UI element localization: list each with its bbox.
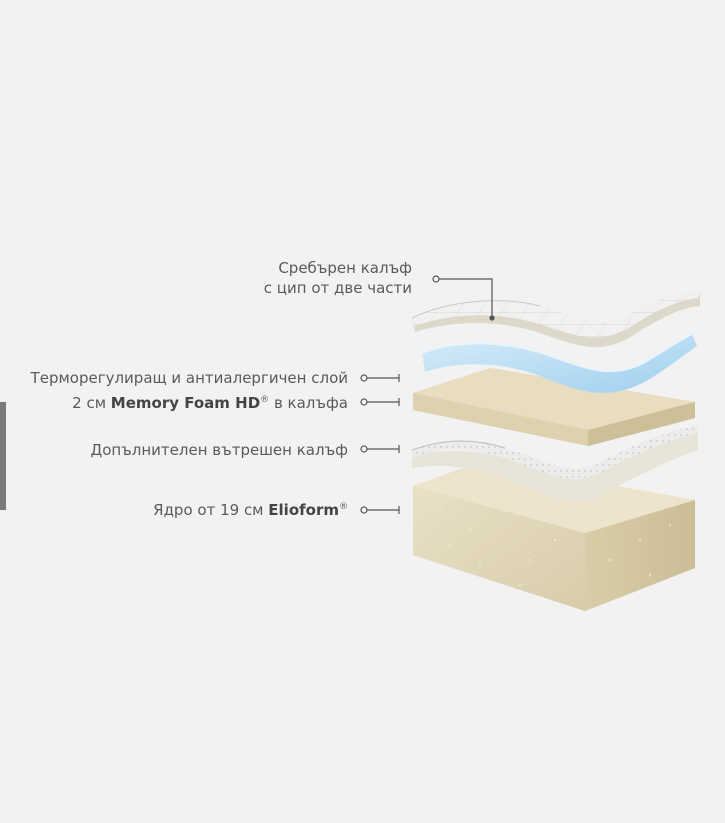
label-silver-cover-line2: с цип от две части	[263, 279, 412, 297]
label-memory-reg: ®	[260, 395, 270, 405]
leader-memory	[360, 398, 400, 406]
silver-cover-layer	[411, 292, 700, 348]
leader-lines	[360, 275, 495, 514]
label-memory-foam: 2 см Memory Foam HD® в калъфа	[72, 393, 348, 413]
memory-foam-layer	[413, 368, 695, 446]
leader-thermo	[360, 374, 400, 382]
label-silver-cover: Сребърен калъф с цип от две части	[264, 258, 412, 298]
label-memory-suffix: в калъфа	[273, 394, 348, 412]
side-edge-tab	[0, 402, 6, 510]
leader-inner	[360, 445, 400, 453]
thermo-layer	[421, 333, 697, 393]
label-core-bold: Elioform	[268, 501, 339, 519]
leader-core	[360, 506, 400, 514]
inner-cover-layer	[411, 425, 698, 502]
leader-cover	[432, 275, 495, 321]
label-core: Ядро от 19 см Elioform®	[153, 500, 348, 520]
label-core-prefix: Ядро от 19 см	[153, 501, 264, 519]
label-core-reg: ®	[339, 502, 348, 512]
label-silver-cover-line1: Сребърен калъф	[278, 259, 412, 277]
label-inner-cover: Допълнителен вътрешен калъф	[90, 441, 348, 459]
label-memory-bold: Memory Foam HD	[110, 394, 261, 412]
label-thermo-layer: Терморегулиращ и антиалергичен слой	[30, 369, 348, 387]
label-memory-prefix: 2 см	[72, 394, 107, 412]
